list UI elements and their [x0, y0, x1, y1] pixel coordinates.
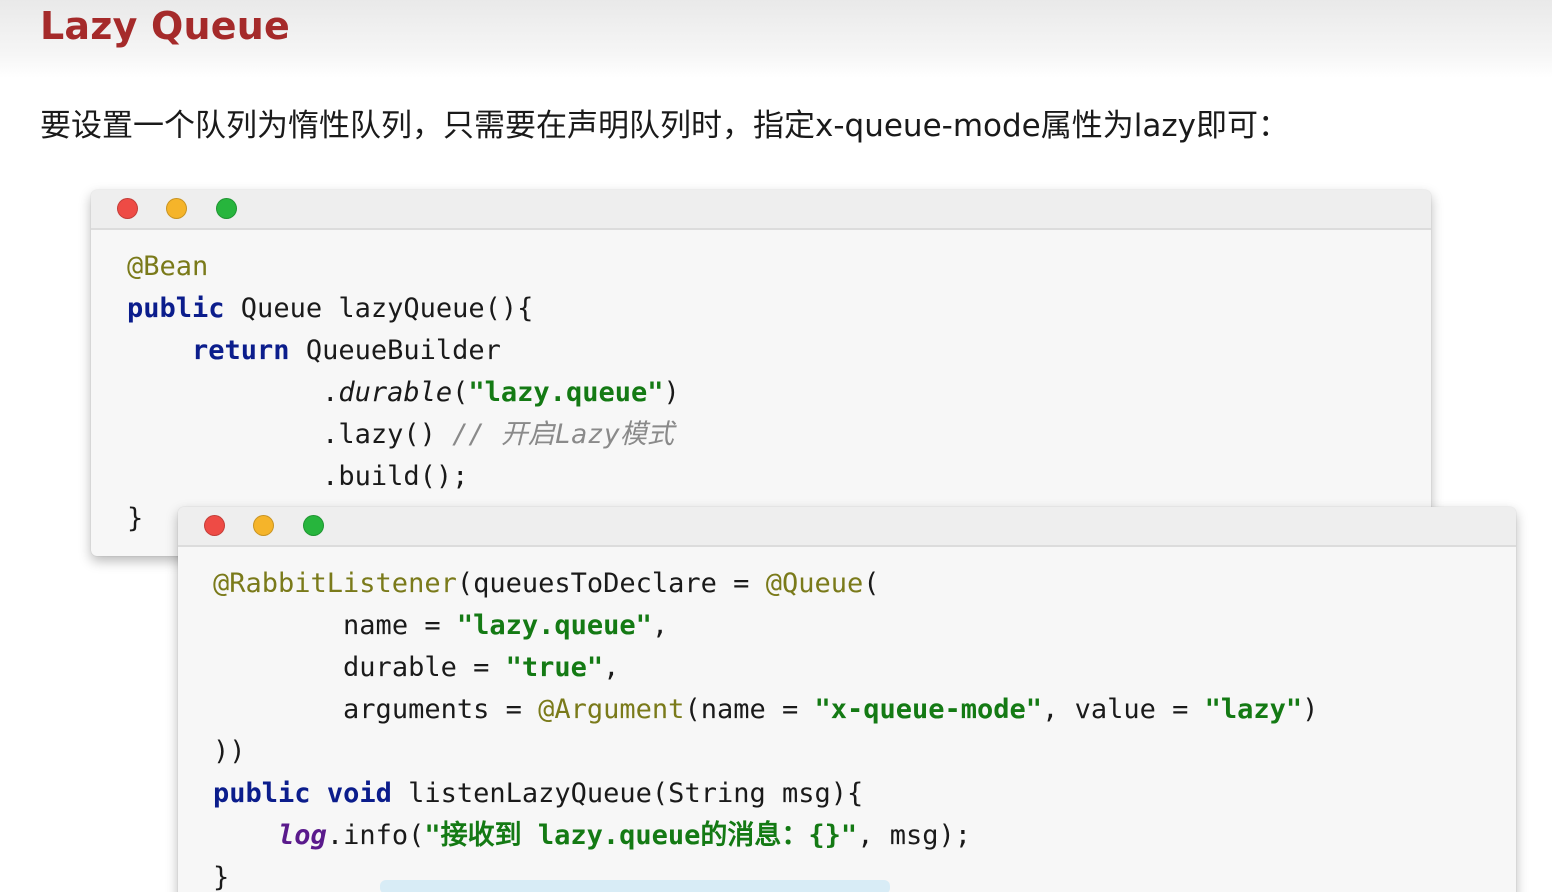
code-token: }	[127, 503, 144, 534]
code-token: return	[192, 335, 290, 366]
code-indent	[213, 820, 278, 851]
code-line: }	[127, 498, 1431, 540]
code-token: )	[663, 377, 680, 408]
close-dot-icon	[204, 515, 225, 536]
window-titlebar	[178, 507, 1516, 547]
code-token: public	[213, 778, 311, 809]
slide-title: Lazy Queue	[40, 4, 290, 48]
code-token: .	[322, 377, 339, 408]
code-token: @Argument	[538, 694, 685, 725]
annotation-highlight	[380, 880, 890, 892]
close-dot-icon	[117, 198, 138, 219]
window-titlebar	[91, 190, 1431, 230]
code-token: "lazy.queue"	[468, 377, 664, 408]
code-indent	[127, 461, 322, 492]
code-token: "true"	[505, 652, 604, 683]
code-indent	[213, 610, 343, 641]
slide-description: 要设置一个队列为惰性队列，只需要在声明队列时，指定x-queue-mode属性为…	[40, 108, 1289, 144]
code-indent	[127, 377, 322, 408]
minimize-dot-icon	[166, 198, 187, 219]
code-line: .build();	[127, 456, 1431, 498]
code-line: log.info("接收到 lazy.queue的消息：{}", msg);	[213, 815, 1516, 857]
code-line: @Bean	[127, 246, 1431, 288]
code-token: name =	[343, 610, 457, 641]
code-line: .durable("lazy.queue")	[127, 372, 1431, 414]
code-token: durable	[338, 377, 453, 408]
code-token: "lazy"	[1204, 694, 1303, 725]
code-window-bean: @Bean public Queue lazyQueue(){ return Qu…	[91, 190, 1431, 556]
code-token: }	[213, 862, 230, 892]
code-token: , msg);	[857, 820, 971, 851]
code-token: "lazy.queue"	[456, 610, 652, 641]
code-token: @RabbitListener	[213, 568, 457, 599]
code-line: durable = "true",	[213, 647, 1516, 689]
code-token: "接收到 lazy.queue的消息：{}"	[424, 820, 858, 851]
code-indent	[213, 652, 343, 683]
code-token: ,	[603, 652, 620, 683]
code-token: QueueBuilder	[289, 335, 501, 366]
code-token: void	[326, 778, 392, 809]
code-token: ))	[213, 736, 246, 767]
code-line: name = "lazy.queue",	[213, 605, 1516, 647]
maximize-dot-icon	[303, 515, 324, 536]
code-token: Queue lazyQueue(){	[224, 293, 534, 324]
code-block-listener: @RabbitListener(queuesToDeclare = @Queue…	[178, 563, 1516, 892]
code-token: .info(	[326, 820, 425, 851]
code-token: public	[127, 293, 225, 324]
code-token: @Queue	[765, 568, 864, 599]
code-token: , value =	[1042, 694, 1205, 725]
code-token: (name =	[684, 694, 815, 725]
code-line: public void listenLazyQueue(String msg){	[213, 773, 1516, 815]
code-token: listenLazyQueue(String msg){	[391, 778, 864, 809]
code-token: .build();	[322, 461, 469, 492]
code-token	[311, 778, 327, 809]
code-token: .lazy()	[322, 419, 453, 450]
code-line: @RabbitListener(queuesToDeclare = @Queue…	[213, 563, 1516, 605]
code-window-listener: @RabbitListener(queuesToDeclare = @Queue…	[178, 507, 1516, 892]
minimize-dot-icon	[253, 515, 274, 536]
code-block-bean: @Bean public Queue lazyQueue(){ return Qu…	[91, 246, 1431, 540]
code-indent	[127, 419, 322, 450]
code-token: "x-queue-mode"	[814, 694, 1043, 725]
maximize-dot-icon	[216, 198, 237, 219]
code-line: ))	[213, 731, 1516, 773]
code-token: arguments =	[343, 694, 539, 725]
code-token: durable =	[343, 652, 506, 683]
code-indent	[127, 335, 192, 366]
code-indent	[213, 694, 343, 725]
code-token: (	[452, 377, 469, 408]
title-band	[0, 0, 1552, 78]
code-token: // 开启Lazy模式	[452, 419, 674, 450]
code-line: }	[213, 857, 1516, 892]
code-line: .lazy() // 开启Lazy模式	[127, 414, 1431, 456]
code-token: (	[863, 568, 880, 599]
code-token: @Bean	[127, 251, 209, 282]
code-token: (queuesToDeclare =	[456, 568, 766, 599]
code-line: return QueueBuilder	[127, 330, 1431, 372]
code-token: ,	[651, 610, 669, 641]
code-line: public Queue lazyQueue(){	[127, 288, 1431, 330]
code-token: )	[1302, 694, 1319, 725]
code-token: log	[278, 820, 327, 851]
code-line: arguments = @Argument(name = "x-queue-mo…	[213, 689, 1516, 731]
